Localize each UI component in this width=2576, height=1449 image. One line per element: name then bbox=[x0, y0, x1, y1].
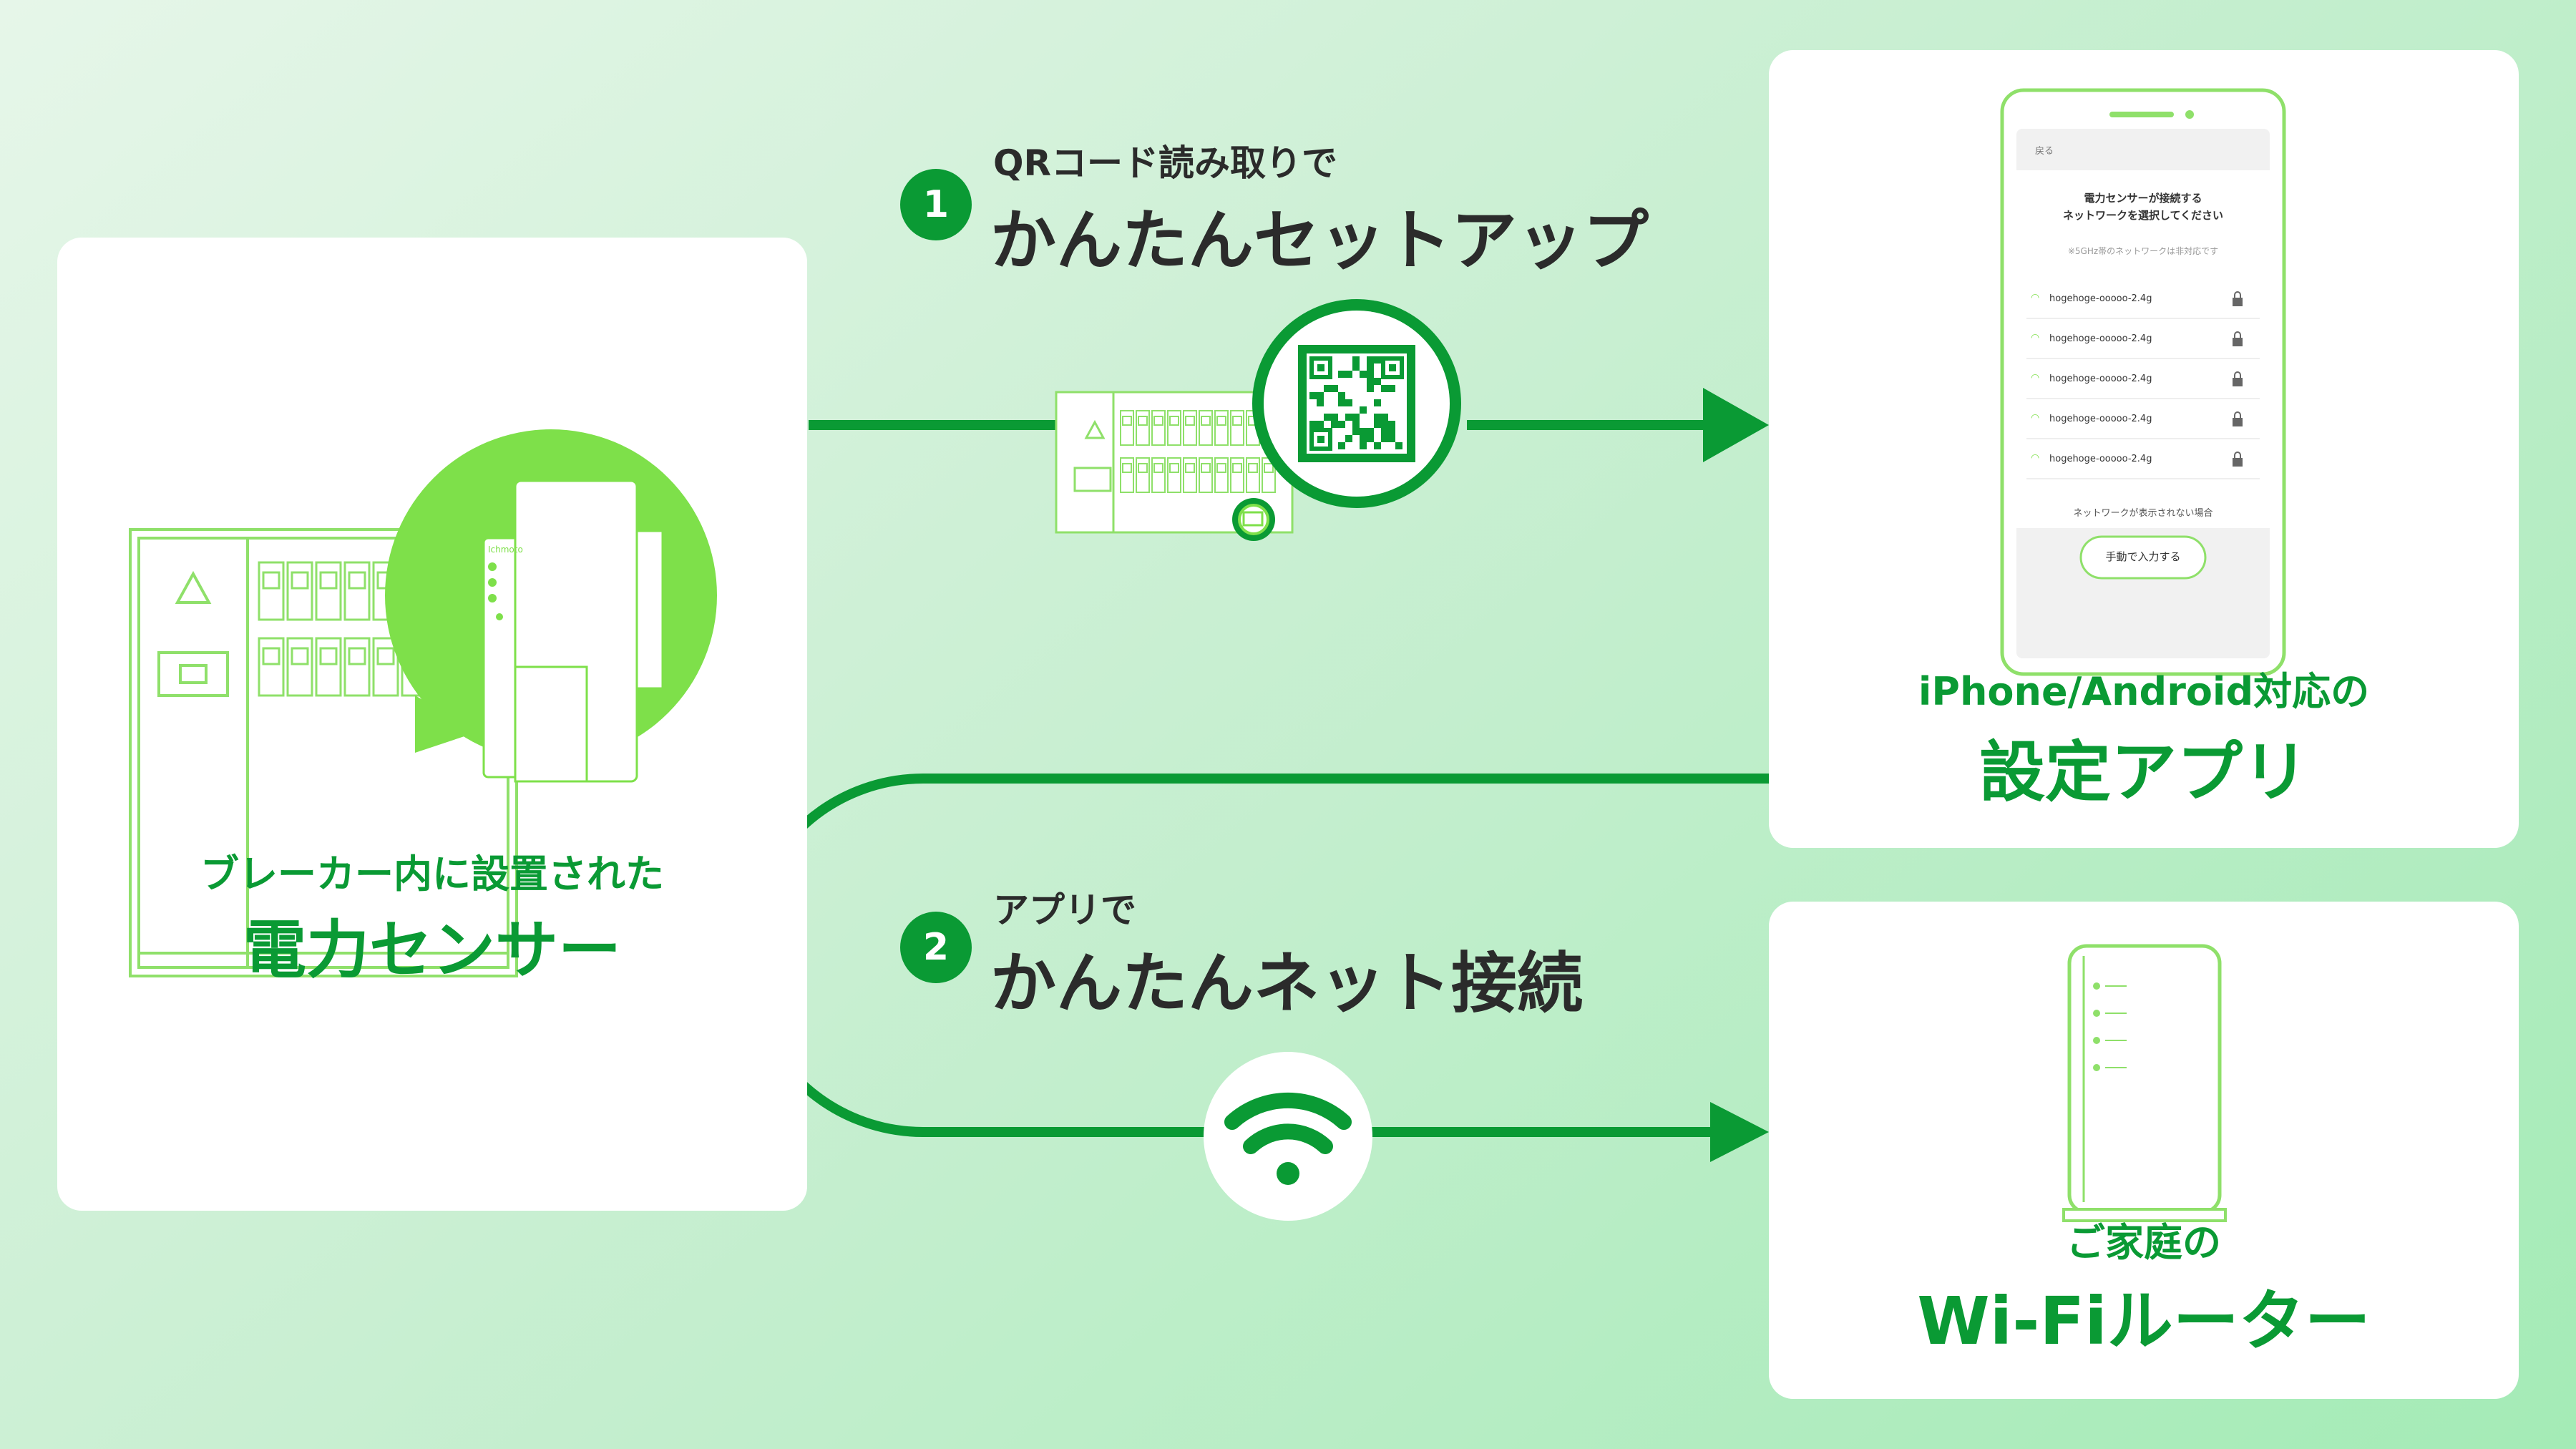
sensor-title: 電力センサー bbox=[243, 913, 621, 987]
device-label: Ichmoto bbox=[488, 545, 523, 555]
wifi-signal-icon: ◠ bbox=[2031, 452, 2040, 464]
network-list-item[interactable]: ◠ hogehoge-ooooo-2.4g bbox=[2026, 283, 2260, 319]
wifi-signal-icon: ◠ bbox=[2031, 412, 2040, 424]
lock-icon bbox=[2233, 291, 2243, 306]
step2-subtitle: アプリで bbox=[993, 889, 1136, 931]
step1-title: かんたんセットアップ bbox=[990, 203, 1649, 279]
app-card: 戻る 電力センサーが接続する ネットワークを選択してください ※5GHz帯のネッ… bbox=[1769, 50, 2519, 848]
network-name: hogehoge-ooooo-2.4g bbox=[2049, 454, 2152, 464]
app-heading-1: 電力センサーが接続する bbox=[2084, 192, 2202, 205]
step1-subtitle: QRコード読み取りで bbox=[993, 142, 1338, 184]
app-note: ※5GHz帯のネットワークは非対応です bbox=[2067, 246, 2219, 256]
sensor-card: Ichmoto ブレーカー内に設置された 電力センサー bbox=[57, 238, 807, 1211]
electric-panel-with-sensor-icon: Ichmoto bbox=[129, 429, 717, 977]
network-list-item[interactable]: ◠ hogehoge-ooooo-2.4g bbox=[2026, 444, 2260, 479]
step2-number: 2 bbox=[900, 912, 972, 983]
network-list-item[interactable]: ◠ hogehoge-ooooo-2.4g bbox=[2026, 404, 2260, 439]
network-list-item[interactable]: ◠ hogehoge-ooooo-2.4g bbox=[2026, 364, 2260, 399]
step1-number: 1 bbox=[900, 169, 972, 240]
network-name: hogehoge-ooooo-2.4g bbox=[2049, 333, 2152, 344]
qr-code-icon bbox=[1298, 345, 1415, 462]
network-name: hogehoge-ooooo-2.4g bbox=[2049, 414, 2152, 424]
step2-title: かんたんネット接続 bbox=[990, 945, 1584, 1022]
app-not-shown: ネットワークが表示されない場合 bbox=[2073, 508, 2213, 519]
manual-input-button[interactable]: 手動で入力する bbox=[2105, 550, 2181, 563]
lock-icon bbox=[2233, 371, 2243, 386]
network-name: hogehoge-ooooo-2.4g bbox=[2049, 374, 2152, 384]
wifi-signal-icon: ◠ bbox=[2031, 292, 2040, 303]
lock-icon bbox=[2233, 411, 2243, 426]
router-title: Wi-Fiルーター bbox=[1917, 1283, 2371, 1360]
sensor-caption: ブレーカー内に設置された bbox=[200, 852, 664, 897]
app-title: 設定アプリ bbox=[1979, 734, 2308, 811]
app-caption: iPhone/Android対応の bbox=[1918, 669, 2370, 714]
app-heading-2: ネットワークを選択してください bbox=[2062, 209, 2224, 222]
app-back-link[interactable]: 戻る bbox=[2035, 146, 2054, 157]
network-name: hogehoge-ooooo-2.4g bbox=[2049, 293, 2152, 304]
wifi-router-icon bbox=[2062, 944, 2227, 1222]
lock-icon bbox=[2233, 452, 2243, 467]
wifi-signal-icon: ◠ bbox=[2031, 372, 2040, 384]
router-card: ご家庭の Wi-Fiルーター bbox=[1769, 902, 2519, 1399]
wifi-icon bbox=[1224, 1092, 1352, 1154]
wifi-signal-icon: ◠ bbox=[2031, 332, 2040, 343]
router-caption: ご家庭の bbox=[2067, 1220, 2221, 1265]
smartphone-illustration bbox=[2000, 88, 2286, 676]
network-list-item[interactable]: ◠ hogehoge-ooooo-2.4g bbox=[2026, 323, 2260, 359]
arrow-step1 bbox=[809, 388, 1769, 462]
lock-icon bbox=[2233, 331, 2243, 346]
